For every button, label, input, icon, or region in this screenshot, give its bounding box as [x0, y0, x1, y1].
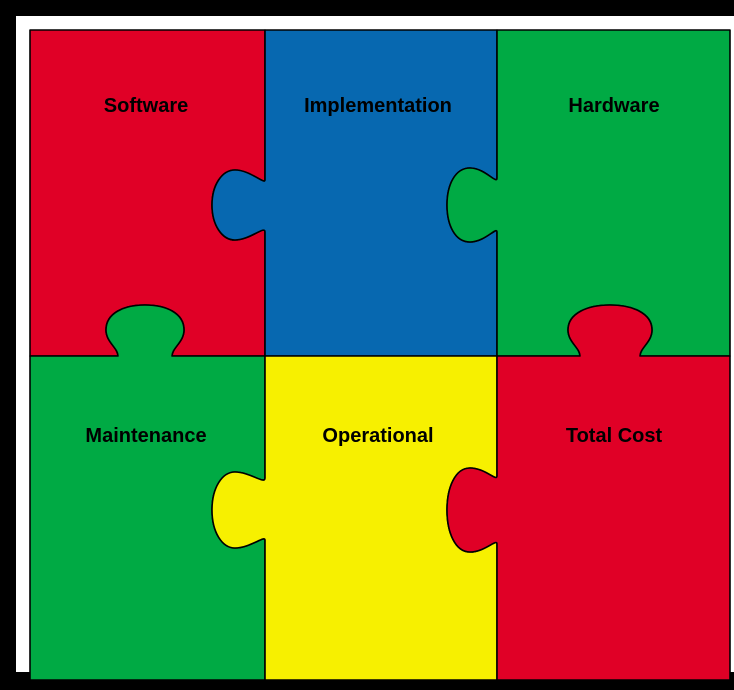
label-maintenance: Maintenance — [85, 425, 206, 447]
label-software: Software — [104, 95, 188, 117]
puzzle-piece-total-cost — [446, 304, 731, 681]
label-hardware: Hardware — [568, 95, 659, 117]
label-operational: Operational — [322, 425, 433, 447]
title-fragment — [530, 0, 734, 16]
label-implementation: Implementation — [304, 95, 452, 117]
label-total-cost: Total Cost — [566, 425, 663, 447]
